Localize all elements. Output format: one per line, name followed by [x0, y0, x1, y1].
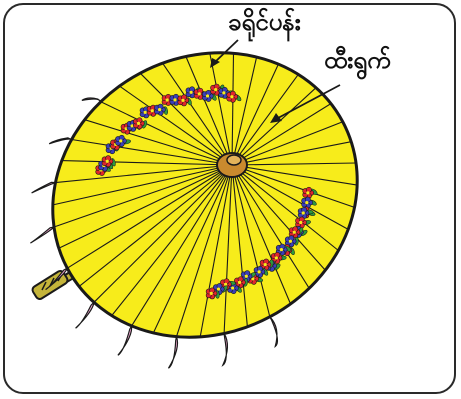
label-scallop-edge: ခရိုင်ပန်း [228, 10, 301, 34]
fringe-tassel [32, 182, 56, 193]
fringe-tassel [223, 334, 228, 366]
fringe-tassel [30, 227, 54, 243]
fringe-tassel [270, 317, 278, 347]
fringe-tassel [169, 337, 178, 369]
fringe-tassel [118, 326, 132, 355]
label-canopy: ထီးရွက် [324, 48, 391, 72]
fringe-tassel [82, 98, 101, 102]
umbrella-hub [217, 153, 247, 177]
fringe-tassel [76, 302, 94, 328]
